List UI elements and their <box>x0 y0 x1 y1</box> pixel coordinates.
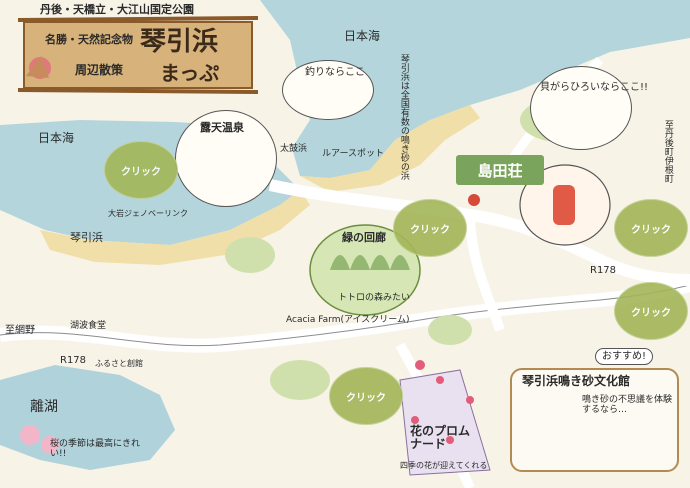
hotspot-road-east[interactable]: クリック <box>614 199 688 257</box>
hotspot-green-loop[interactable]: クリック <box>393 199 467 257</box>
top-line-text: 丹後・天橋立・大江山国定公園 <box>40 3 194 16</box>
beach-note: 琴引浜は全国有数の鳴き砂の浜 <box>398 54 409 180</box>
acacia-farm-label: Acacia Farm(アイスクリーム) <box>286 315 410 325</box>
taiko-beach-label: 太鼓浜 <box>280 144 308 154</box>
to-amino-label: 至網野 <box>5 325 35 336</box>
ruaa-spot-label: ルアースポット <box>322 149 385 159</box>
hotel-location-pin <box>468 194 480 206</box>
hotspot-museum[interactable]: クリック <box>614 282 688 340</box>
museum-note: 鳴き砂の不思議を体験するなら… <box>582 395 673 415</box>
hotspot-label: クリック <box>346 392 386 404</box>
subtitle-text: 名勝・天然記念物 <box>45 33 133 46</box>
main-title: 琴引浜 <box>140 27 219 57</box>
totoro-label: トトロの森みたい <box>338 293 411 303</box>
shell-label: 貝がらひろいならここ!! <box>540 82 649 93</box>
hotspot-flower-promenade[interactable]: クリック <box>329 367 403 425</box>
road-to-tango: 至丹後町伊根町 <box>662 120 673 183</box>
kitchen-label: ふるさと創館 <box>95 359 143 368</box>
r178-right-label: R178 <box>590 265 617 276</box>
map-word: まっぷ <box>160 61 220 85</box>
lake-note: 桜の季節は最高にきれい!! <box>50 439 141 459</box>
flower-sub-label: 四季の花が迎えてくれる <box>400 461 488 470</box>
museum-sign <box>510 368 679 472</box>
hotspot-label: クリック <box>631 307 671 319</box>
hot-spring-bubble <box>175 110 277 207</box>
flower-promenade-label: 花のプロムナード <box>410 424 471 452</box>
hotspot-hot-spring[interactable]: クリック <box>104 141 178 199</box>
hotspot-label: クリック <box>121 166 161 178</box>
hotspot-label: クリック <box>410 224 450 236</box>
hotspot-label: クリック <box>631 224 671 236</box>
title-sign <box>17 16 259 94</box>
daisen-label: 大岩ジェノベーリンク <box>108 209 188 218</box>
market-label: 湖波食堂 <box>70 321 107 331</box>
green-loop-label: 緑の回廊 <box>342 231 386 244</box>
sea-label-left: 日本海 <box>38 131 75 145</box>
recommend-badge: おすすめ! <box>595 348 654 365</box>
shell-bubble <box>530 66 632 150</box>
kotohiki-beach-label: 琴引浜 <box>70 231 103 244</box>
fishing-bubble <box>282 60 374 120</box>
wooden-sign-frame <box>17 16 259 94</box>
sub-line-text: 周辺散策 <box>75 63 124 77</box>
museum-label: 琴引浜鳴き砂文化館 <box>522 374 631 388</box>
sea-label-top: 日本海 <box>344 29 381 43</box>
r178-left-label: R178 <box>60 355 87 366</box>
hotel-name: 島田荘 <box>477 161 523 180</box>
hot-spring-label: 露天温泉 <box>200 121 244 134</box>
lake-label: 離湖 <box>30 399 58 415</box>
fishing-label: 釣りならここ <box>305 67 365 78</box>
hotel-badge: 島田荘 <box>456 155 544 185</box>
